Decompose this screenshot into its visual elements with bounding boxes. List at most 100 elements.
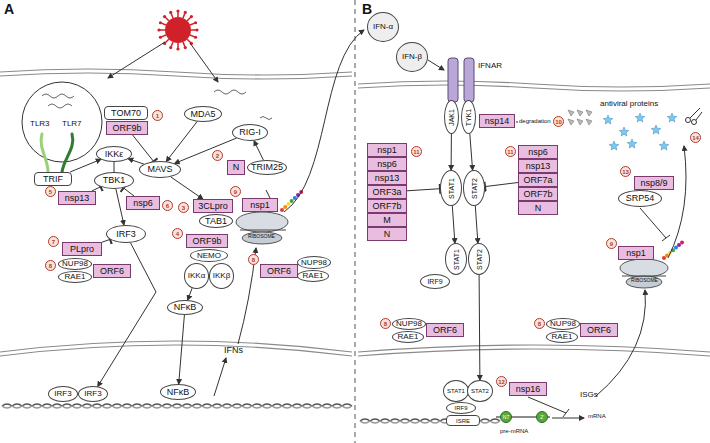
figure-part bbox=[157, 28, 160, 31]
node-label: TAB1 bbox=[205, 217, 227, 226]
node-label: NUP98 bbox=[62, 260, 88, 268]
figure-part bbox=[358, 349, 710, 356]
activation-connector bbox=[479, 275, 481, 380]
callout-number: 10 bbox=[553, 116, 564, 127]
host-protein-ellipse: MDA5 bbox=[184, 106, 222, 122]
ribosome-a bbox=[236, 212, 288, 244]
node-label: nsp13 bbox=[526, 162, 551, 171]
figure-part bbox=[41, 134, 48, 172]
figure-part bbox=[283, 205, 287, 209]
figure-part bbox=[176, 9, 179, 12]
figure-part bbox=[190, 15, 193, 18]
annotation-label: ISGs bbox=[580, 391, 598, 399]
figure-part bbox=[2, 404, 352, 406]
viral-protein-box: nsp8/9 bbox=[634, 176, 674, 190]
activation-connector bbox=[70, 159, 101, 172]
figure-part bbox=[161, 23, 166, 25]
figure-part bbox=[596, 290, 645, 396]
antiviral-protein-stars bbox=[603, 113, 677, 150]
callout-number: 11 bbox=[411, 146, 422, 157]
callout-number: 14 bbox=[690, 132, 701, 143]
figure-part bbox=[42, 94, 74, 98]
figure-part bbox=[659, 141, 669, 150]
figure-part bbox=[0, 73, 352, 79]
host-protein-box: ISRE bbox=[446, 415, 480, 426]
node-label: NEMO bbox=[197, 252, 221, 260]
interferon-circle: IFN-β bbox=[396, 42, 428, 72]
activation-connector bbox=[128, 159, 144, 164]
figure-part bbox=[622, 276, 666, 277]
figure-part bbox=[667, 113, 677, 122]
nuclear-envelope bbox=[0, 341, 710, 356]
host-protein-ellipse: JAK1 bbox=[444, 100, 459, 134]
callout-number: 6 bbox=[162, 200, 173, 211]
node-label: N bbox=[535, 204, 542, 213]
node-label: IKKβ bbox=[213, 272, 231, 280]
figure-part bbox=[0, 345, 352, 356]
activation-connector bbox=[470, 134, 473, 170]
inhibition-connector bbox=[124, 188, 134, 196]
annotation-label: RIBOSOME bbox=[631, 278, 658, 283]
figure-part bbox=[165, 17, 169, 21]
node-label: nsp1 bbox=[626, 249, 646, 258]
node-label: nsp1 bbox=[250, 201, 270, 210]
node-label: NFκB bbox=[174, 303, 197, 312]
viral-protein-box: nsp6 bbox=[126, 196, 160, 210]
figure-part bbox=[692, 120, 697, 125]
activation-connector bbox=[475, 206, 478, 243]
viral-protein-box: 3CLpro bbox=[193, 199, 233, 213]
figure-part bbox=[358, 81, 710, 87]
node-label: TRIM25 bbox=[251, 163, 283, 172]
figure-part bbox=[662, 235, 670, 241]
node-label: N bbox=[233, 163, 240, 172]
viral-protein-box: ORF6 bbox=[426, 323, 464, 337]
viral-protein-box: nsp13 bbox=[367, 171, 407, 185]
node-label: IRF9 bbox=[427, 278, 442, 285]
node-label: SRP54 bbox=[626, 194, 655, 203]
figure-part bbox=[242, 232, 282, 244]
annotation-label: RIBOSOME bbox=[248, 234, 275, 239]
host-protein-ellipse: TYK1 bbox=[461, 100, 476, 134]
figure-part bbox=[464, 58, 474, 102]
viral-protein-box: PLpro bbox=[62, 242, 102, 256]
node-label: STAT1 bbox=[447, 388, 465, 394]
viral-protein-box: ORF9b bbox=[186, 234, 228, 248]
panel-divider bbox=[355, 0, 356, 443]
node-label: nsp13 bbox=[65, 194, 90, 203]
annotation-label: TLR7 bbox=[62, 120, 82, 128]
node-label: nsp1 bbox=[377, 146, 397, 155]
figure-part bbox=[48, 104, 72, 108]
viral-protein-box: ORF9b bbox=[106, 121, 148, 135]
figure-part bbox=[169, 46, 172, 49]
node-label: ORF7b bbox=[523, 190, 552, 199]
figure-part bbox=[266, 190, 270, 198]
cell-membrane bbox=[0, 69, 710, 91]
figure-part bbox=[260, 117, 272, 120]
figure-part bbox=[187, 39, 191, 43]
node-label: TRIF bbox=[43, 175, 63, 184]
figure-part bbox=[586, 110, 592, 116]
node-label: IKKε bbox=[105, 150, 124, 159]
annotation-label: antiviral proteins bbox=[600, 100, 658, 108]
figure-part bbox=[568, 110, 574, 116]
viral-protein-box: N bbox=[518, 201, 558, 215]
figure-part bbox=[169, 11, 172, 14]
callout-number: 13 bbox=[620, 166, 631, 177]
figure-part bbox=[194, 21, 197, 24]
cap-circle: 2' bbox=[536, 411, 548, 423]
viral-protein-box: N bbox=[367, 227, 407, 241]
figure-part bbox=[214, 90, 246, 94]
figure-part bbox=[577, 110, 583, 116]
node-label: IRF9 bbox=[454, 405, 467, 411]
activation-connector bbox=[452, 206, 455, 243]
viral-protein-box: ORF6 bbox=[260, 264, 298, 278]
figure-part bbox=[190, 23, 195, 25]
callout-number: 7 bbox=[48, 236, 59, 247]
node-label: STAT1 bbox=[453, 249, 460, 270]
viral-protein-box: nsp6 bbox=[367, 157, 407, 171]
figure-part bbox=[627, 139, 637, 148]
panel-letter: B bbox=[362, 2, 372, 16]
figure-part bbox=[194, 36, 197, 39]
viral-protein-box: nsp13 bbox=[518, 159, 558, 173]
